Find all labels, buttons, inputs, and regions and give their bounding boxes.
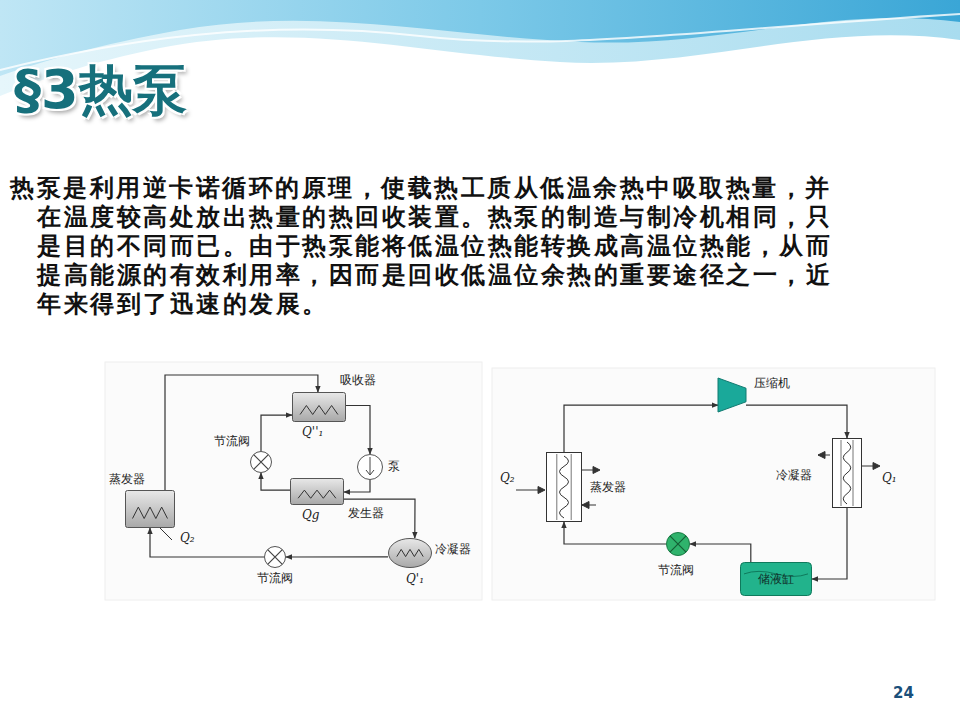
pump-icon <box>357 454 383 480</box>
component-label: 吸收器 <box>340 373 376 387</box>
valve-symbol <box>667 533 690 556</box>
coil-symbol <box>133 507 168 518</box>
exchanger-shell <box>126 491 175 528</box>
flow-line <box>344 499 415 538</box>
condenser-shell <box>389 539 432 568</box>
heat-symbol: Q'₁ <box>406 572 424 586</box>
flow-line <box>344 480 370 492</box>
tube-line <box>556 454 557 520</box>
coil-symbol <box>560 456 569 518</box>
component-node: 蒸发器 <box>546 452 582 522</box>
component-node: 节流阀 <box>264 546 286 568</box>
oval-icon <box>388 538 432 568</box>
flow-line <box>746 405 847 438</box>
arrow-head <box>538 487 545 494</box>
coil-icon <box>546 452 582 522</box>
body-text: 热泵是利用逆卡诺循环的原理，使载热工质从低温余热中吸取热量，并在温度较高处放出热… <box>10 174 847 319</box>
heat-symbol: Q''₁ <box>302 425 323 439</box>
component-label: 节流阀 <box>257 571 293 585</box>
exchanger-shell <box>833 439 862 508</box>
flow-line <box>346 406 370 455</box>
component-label: 冷凝器 <box>776 468 812 482</box>
component-node: 蒸发器 <box>125 490 175 528</box>
box-icon <box>292 392 346 422</box>
tube-line <box>571 454 572 520</box>
coil-symbol <box>397 549 423 556</box>
pump-arrow <box>366 457 374 475</box>
component-node: 冷凝器 <box>832 438 862 508</box>
coil-symbol <box>300 406 338 415</box>
component-label: 节流阀 <box>658 563 694 577</box>
component-node: 泵 <box>357 454 383 480</box>
arrow-head <box>873 463 880 470</box>
heat-arrow <box>516 490 541 491</box>
exchanger-shell <box>547 453 582 522</box>
flow-line <box>261 415 292 451</box>
heat-arrows <box>160 452 880 541</box>
diagram-panel <box>105 362 482 600</box>
arrow-head <box>582 502 589 509</box>
component-label: 发生器 <box>348 506 384 520</box>
gvalve-icon <box>666 532 690 556</box>
flow-line <box>564 522 666 544</box>
component-label: 泵 <box>388 459 400 473</box>
valve-cross <box>268 550 283 565</box>
arrow-head <box>593 467 600 474</box>
flow-line <box>690 544 751 562</box>
coil-symbol <box>298 490 336 498</box>
component-node: 冷凝器 <box>388 538 432 568</box>
coil-icon <box>832 438 862 508</box>
flow-line <box>564 405 718 452</box>
box-icon <box>125 490 175 528</box>
heat-symbol: Q₁ <box>882 471 897 485</box>
tube-line <box>853 440 854 506</box>
component-label: 蒸发器 <box>109 472 145 486</box>
valve-symbol <box>251 452 272 473</box>
component-label: 储液缸 <box>740 562 812 596</box>
tank-body <box>741 563 812 596</box>
component-label: 蒸发器 <box>590 480 626 494</box>
component-node: 压缩机 <box>718 378 746 412</box>
component-node: 节流阀 <box>666 532 690 556</box>
heat-symbol: Q₂ <box>500 471 515 485</box>
component-label: 压缩机 <box>754 376 790 390</box>
valve-cross <box>254 455 269 470</box>
compressor-symbol <box>718 378 746 412</box>
valve-icon <box>250 451 272 473</box>
diagram-panel <box>492 368 935 600</box>
flow-line <box>261 473 290 490</box>
flow-line <box>150 528 264 557</box>
page-number: 24 <box>893 684 914 702</box>
component-node: 节流阀 <box>250 451 272 473</box>
component-node: 发生器 <box>290 478 344 505</box>
tank-node: 储液缸 <box>740 562 812 596</box>
exchanger-shell <box>293 393 346 422</box>
component-label: 节流阀 <box>214 434 250 448</box>
valve-cross <box>670 536 686 552</box>
arrow-head <box>818 452 825 459</box>
exchanger-shell <box>291 479 344 505</box>
heat-symbol: Q₂ <box>180 531 195 545</box>
heat-symbol: Qg <box>302 508 320 522</box>
flow-line <box>812 508 847 579</box>
flow-line <box>286 556 388 557</box>
component-node: 吸收器 <box>292 392 346 422</box>
comp-icon <box>718 378 746 412</box>
heat-arrow <box>160 528 172 540</box>
pump-symbol <box>358 455 383 480</box>
valve-icon <box>264 546 286 568</box>
coil-symbol <box>843 442 851 504</box>
tube-line <box>841 440 842 506</box>
slide-title: §3热泵 <box>14 58 187 122</box>
valve-symbol <box>265 547 286 568</box>
component-label: 冷凝器 <box>435 542 471 556</box>
box-icon <box>290 478 344 505</box>
